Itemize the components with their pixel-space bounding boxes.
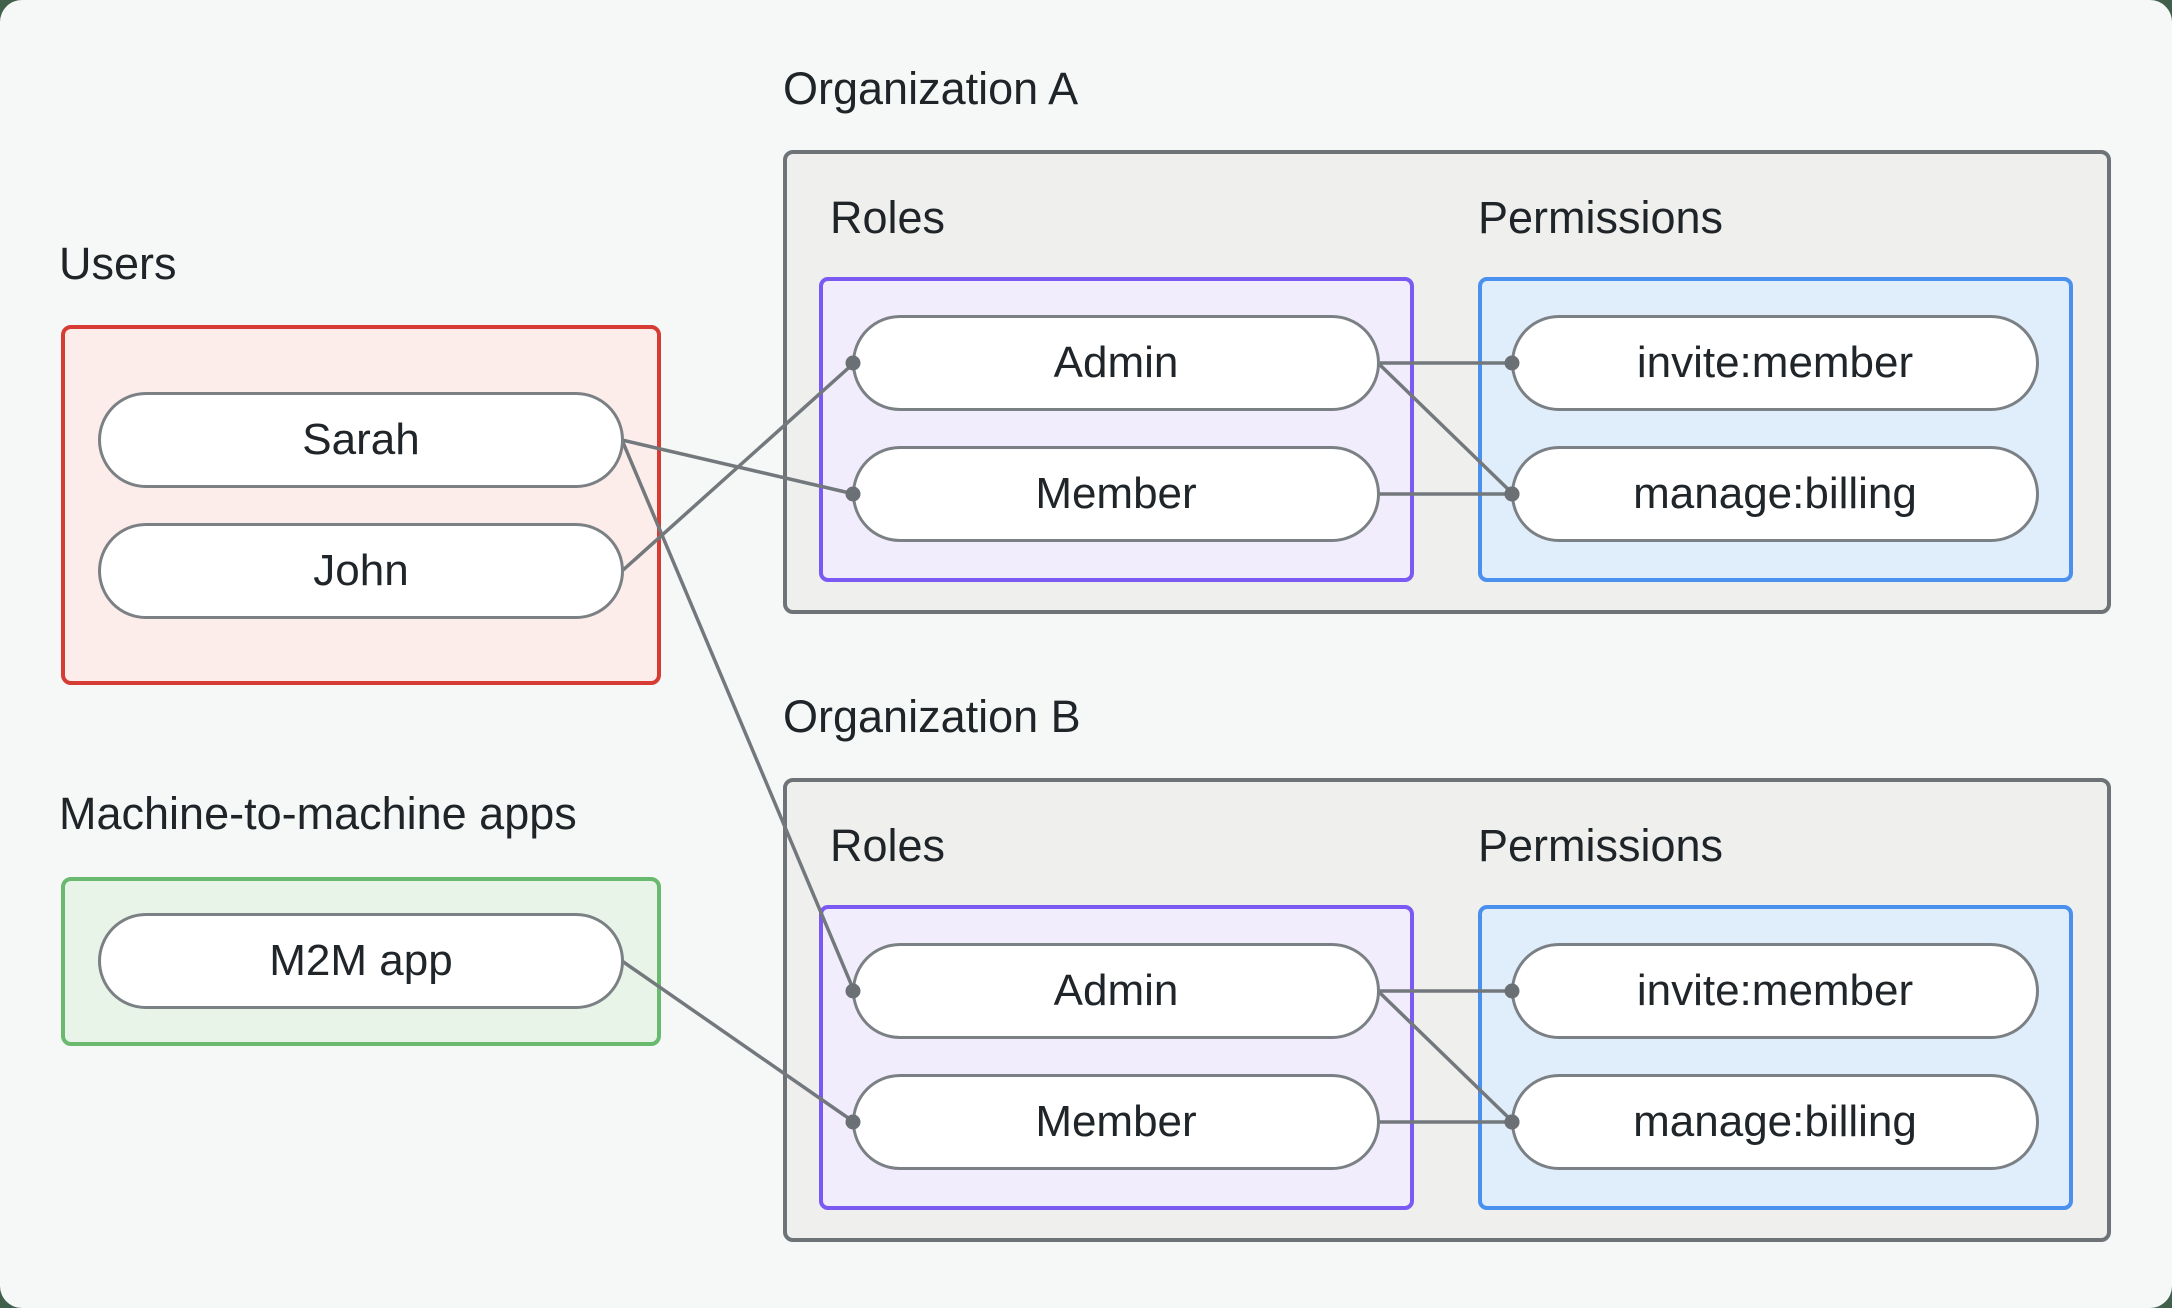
org-a-box: Roles Permissions Admin Member invite:me…	[783, 150, 2111, 614]
org-b-role-admin-label: Admin	[1053, 966, 1179, 1015]
org-a-role-admin-label: Admin	[1053, 338, 1179, 387]
org-a-roles-label: Roles	[830, 192, 946, 243]
org-b-label: Organization B	[783, 691, 1081, 742]
org-a-permissions-label: Permissions	[1478, 192, 1724, 243]
users-group-box	[61, 325, 661, 685]
user-node-sarah: Sarah	[98, 392, 624, 488]
org-b-permission-invite-member-label: invite:member	[1636, 966, 1914, 1015]
org-b-box: Roles Permissions Admin Member invite:me…	[783, 778, 2111, 1242]
m2m-app-node-label: M2M app	[269, 936, 453, 985]
org-a-permission-invite-member-label: invite:member	[1636, 338, 1914, 387]
org-b-role-admin: Admin	[852, 943, 1380, 1039]
org-b-permission-manage-billing: manage:billing	[1511, 1074, 2039, 1170]
org-b-role-member-label: Member	[1035, 1097, 1197, 1146]
org-a-permission-invite-member: invite:member	[1511, 315, 2039, 411]
org-b-permission-manage-billing-label: manage:billing	[1633, 1097, 1917, 1146]
org-a-permission-manage-billing: manage:billing	[1511, 446, 2039, 542]
org-a-role-admin: Admin	[852, 315, 1380, 411]
user-node-sarah-label: Sarah	[302, 415, 420, 464]
m2m-group-label: Machine-to-machine apps	[59, 788, 577, 839]
org-b-permission-invite-member: invite:member	[1511, 943, 2039, 1039]
m2m-app-node: M2M app	[98, 913, 624, 1009]
org-a-label: Organization A	[783, 63, 1079, 114]
org-b-permissions-label: Permissions	[1478, 820, 1724, 871]
org-a-permission-manage-billing-label: manage:billing	[1633, 469, 1917, 518]
org-a-role-member: Member	[852, 446, 1380, 542]
user-node-john: John	[98, 523, 624, 619]
org-a-role-member-label: Member	[1035, 469, 1197, 518]
org-b-roles-label: Roles	[830, 820, 946, 871]
user-node-john-label: John	[313, 546, 409, 595]
org-b-role-member: Member	[852, 1074, 1380, 1170]
users-group-label: Users	[59, 238, 177, 289]
